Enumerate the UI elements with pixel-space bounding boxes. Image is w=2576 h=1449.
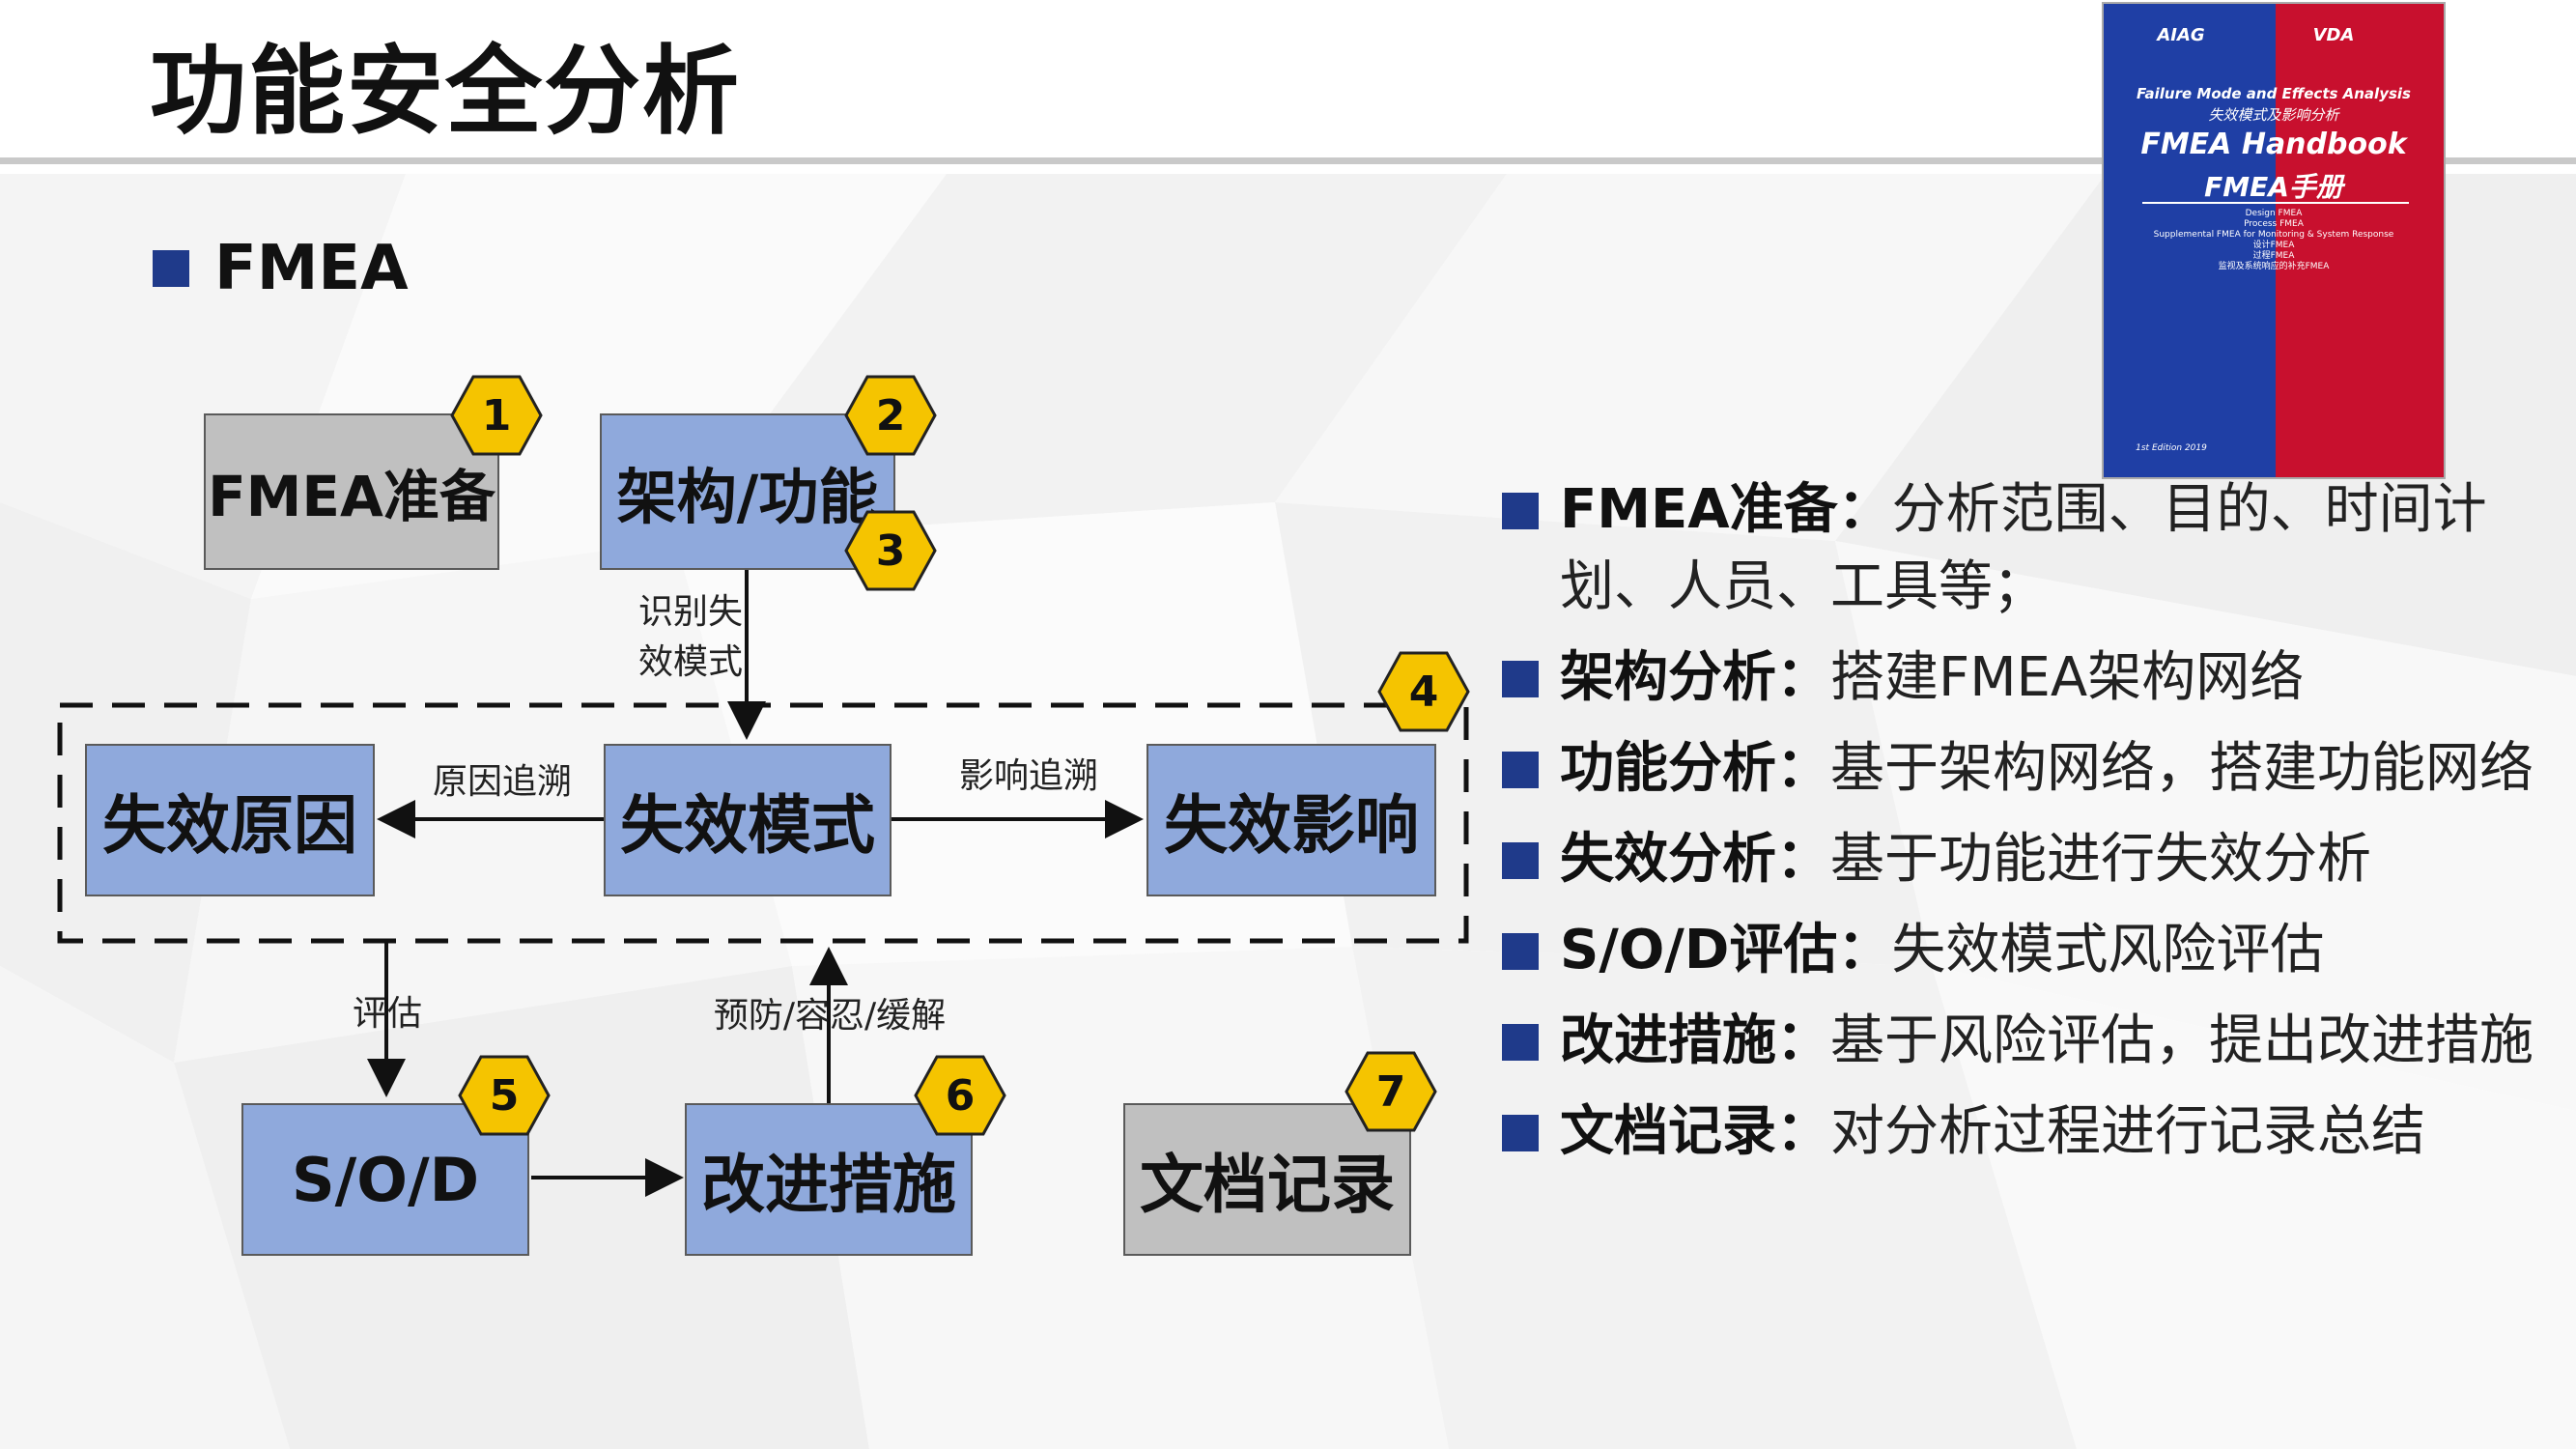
label-evaluate: 评估 (352, 994, 422, 1034)
step-badge-1: 1 (450, 375, 543, 456)
list-item: 架构分析：搭建FMEA架构网络 (1502, 639, 2545, 717)
box-failure-mode: 失效模式 (604, 744, 892, 896)
book-rule (2142, 202, 2409, 204)
book-content-2: Process FMEA (2244, 219, 2304, 229)
book-cn-subtitle: 失效模式及影响分析 (2208, 106, 2339, 124)
diagram-connectors (57, 568, 1469, 1197)
book-content-5: 过程FMEA (2252, 251, 2295, 261)
box-improvement: 改进措施 (685, 1103, 973, 1256)
list-item: 文档记录：对分析过程进行记录总结 (1502, 1094, 2545, 1171)
book-content-3: Supplemental FMEA for Monitoring & Syste… (2153, 230, 2394, 240)
page-title: 功能安全分析 (150, 35, 741, 148)
fmea-steps-list: FMEA准备：分析范围、目的、时间计划、人员、工具等； 架构分析：搭建FMEA架… (1502, 471, 2545, 1171)
list-bullet (1502, 493, 1539, 529)
label-cause-trace: 原因追溯 (432, 762, 572, 802)
list-item: 改进措施：基于风险评估，提出改进措施 (1502, 1003, 2545, 1080)
box-failure-effect: 失效影响 (1146, 744, 1436, 896)
book-brand-left: AIAG (2157, 25, 2205, 45)
label-effect-trace: 影响追溯 (958, 756, 1098, 796)
list-item: S/O/D评估：失效模式风险评估 (1502, 912, 2545, 989)
step-badge-2: 2 (844, 375, 937, 456)
subtitle: FMEA (214, 233, 409, 304)
step-badge-4: 4 (1377, 651, 1470, 732)
list-bullet (1502, 842, 1539, 879)
step-badge-6: 6 (914, 1055, 1006, 1136)
book-en-subtitle: Failure Mode and Effects Analysis (2137, 85, 2411, 102)
label-identify-failure-mode: 识别失 效模式 (637, 592, 743, 682)
book-edition: 1st Edition 2019 (2136, 443, 2207, 453)
fmea-handbook-cover: AIAG VDA Failure Mode and Effects Analys… (2102, 2, 2446, 479)
book-brand-right: VDA (2312, 25, 2355, 45)
box-documentation: 文档记录 (1123, 1103, 1411, 1256)
book-title-cn: FMEA手册 (2204, 171, 2343, 203)
book-content-1: Design FMEA (2245, 209, 2303, 218)
book-title-en: FMEA Handbook (2140, 128, 2407, 161)
list-item: FMEA准备：分析范围、目的、时间计划、人员、工具等； (1502, 471, 2545, 626)
subtitle-bullet (153, 250, 189, 287)
step-badge-3: 3 (844, 510, 937, 591)
list-bullet (1502, 661, 1539, 697)
list-item: 功能分析：基于架构网络，搭建功能网络 (1502, 730, 2545, 808)
box-fmea-prep: FMEA准备 (204, 413, 499, 570)
box-architecture-function: 架构/功能 (600, 413, 895, 570)
list-item: 失效分析：基于功能进行失效分析 (1502, 821, 2545, 898)
list-bullet (1502, 1024, 1539, 1061)
step-badge-5: 5 (458, 1055, 551, 1136)
list-bullet (1502, 933, 1539, 970)
list-bullet (1502, 1115, 1539, 1151)
book-content-4: 设计FMEA (2252, 241, 2295, 250)
title-divider (0, 157, 2576, 164)
box-failure-cause: 失效原因 (85, 744, 375, 896)
step-badge-7: 7 (1345, 1051, 1437, 1132)
book-content-6: 监视及系统响应的补充FMEA (2218, 262, 2330, 271)
label-mitigation: 预防/容忍/缓解 (713, 996, 947, 1036)
list-bullet (1502, 752, 1539, 788)
